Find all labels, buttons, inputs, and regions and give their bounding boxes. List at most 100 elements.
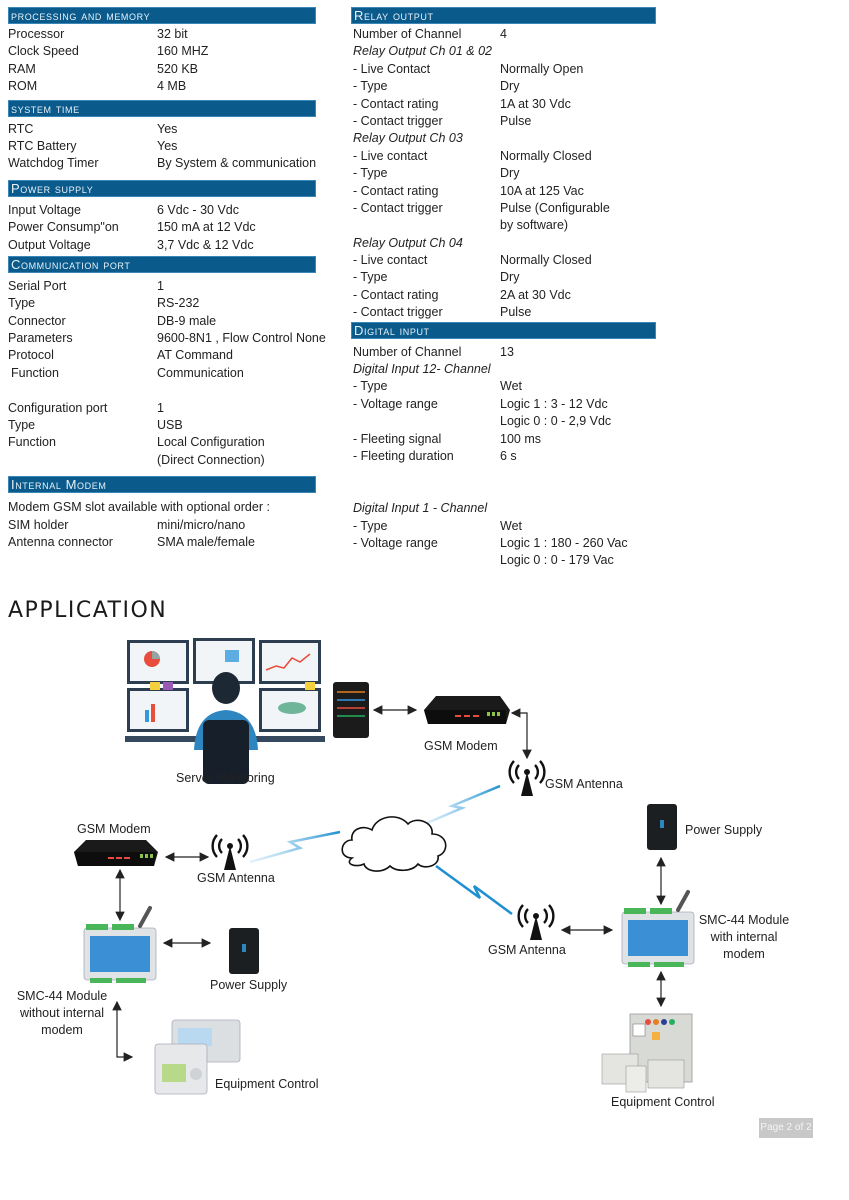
cloud-icon — [341, 816, 447, 872]
spec-label: Watchdog Timer — [8, 156, 99, 171]
section-header-internal-modem: Internal Modem — [8, 476, 316, 494]
spec-value: 100 ms — [500, 431, 541, 446]
spec-value: 520 KB — [157, 61, 199, 76]
spec-row: - Fleeting duration 6 s — [351, 448, 656, 465]
spec-label: - Fleeting signal — [353, 431, 442, 446]
section-header-communication-port: Communication port — [8, 255, 316, 273]
gsm-modem-left-icon — [74, 840, 158, 866]
spec-value: 6 s — [500, 448, 517, 463]
spec-value: Communication — [157, 365, 244, 380]
spec-value: (Direct Connection) — [157, 452, 265, 467]
page-indicator: Page 2 of 2 — [759, 1118, 813, 1138]
signal-bolt-left — [249, 830, 341, 864]
spec-label: RTC Battery — [8, 138, 77, 153]
spec-value: 3,7 Vdc & 12 Vdc — [157, 237, 254, 252]
spec-value: 32 bit — [157, 27, 188, 41]
relay-group-title: Relay Output Ch 04 — [353, 235, 463, 250]
spec-value: Local Configuration — [157, 435, 265, 450]
label-equipment-control-left: Equipment Control — [215, 1077, 319, 1091]
input-group-title: Digital Input 12- Channel — [353, 362, 491, 377]
label-gsm-modem-left: GSM Modem — [77, 822, 151, 836]
spec-value: Logic 0 : 0 - 2,9 Vdc — [500, 414, 612, 429]
spec-row: Watchdog Timer By System & communication — [8, 155, 316, 172]
spec-label: - Fleeting duration — [353, 448, 454, 463]
spec-value: By System & communication — [157, 156, 317, 171]
label-server-monitoring: Server Monitoring — [176, 771, 275, 785]
server-tower-icon — [333, 682, 369, 738]
spec-value: 10A at 125 Vac — [500, 183, 584, 198]
spec-value: Wet — [500, 379, 522, 394]
spec-value: 6 Vdc - 30 Vdc — [157, 202, 239, 217]
spec-label: Power Consump"on — [8, 220, 119, 235]
spec-label: Processor — [8, 27, 65, 41]
spec-label: - Type — [353, 518, 388, 533]
relay-group-title: Relay Output Ch 01 & 02 — [353, 44, 492, 59]
spec-value: Normally Open — [500, 61, 584, 76]
signal-bolt-top — [419, 784, 501, 828]
spec-label: Function — [11, 365, 59, 380]
label-line: modem — [723, 947, 765, 961]
spec-row: Logic 0 : 0 - 179 Vac — [351, 552, 656, 569]
smc-44-module-left-icon — [83, 906, 157, 983]
spec-value: 9600-8N1 , Flow Control None — [157, 331, 326, 346]
spec-label: Number of Channel — [353, 27, 462, 41]
spec-value: 1A at 30 Vdc — [500, 96, 571, 111]
spec-value: Yes — [157, 121, 178, 136]
arrow-modem-antenna-top — [510, 708, 532, 760]
spec-label — [8, 452, 157, 469]
label-smc-44-without: SMC-44 Module without internal modem — [12, 988, 112, 1039]
spec-row: RTC Yes — [8, 121, 316, 138]
spec-label: RTC — [8, 121, 34, 136]
spec-label: Clock Speed — [8, 44, 79, 59]
spec-value: Dry — [500, 166, 520, 181]
spec-value: Logic 0 : 0 - 179 Vac — [500, 553, 614, 568]
spec-value: 1 — [157, 400, 164, 415]
gsm-antenna-left-icon — [211, 834, 249, 870]
spec-value: 1 — [157, 278, 164, 293]
spec-row: - Fleeting signal 100 ms — [351, 431, 656, 448]
section-header-system-time: system time — [8, 99, 316, 117]
spec-label: - Live contact — [353, 148, 428, 163]
label-smc-44-with: SMC-44 Module with internal modem — [694, 912, 794, 963]
equipment-control-right-icon — [601, 1013, 693, 1093]
spec-value: Pulse (Configurable — [500, 200, 610, 215]
spec-label — [351, 413, 500, 430]
spec-label: Protocol — [8, 348, 54, 363]
spec-value: RS-232 — [157, 296, 200, 311]
spec-row: by software) — [351, 217, 656, 234]
spec-label: Output Voltage — [8, 237, 91, 252]
signal-bolt-right — [435, 864, 513, 916]
spec-label: - Contact rating — [353, 96, 439, 111]
label-power-supply-right: Power Supply — [685, 823, 763, 837]
label-gsm-antenna-top: GSM Antenna — [545, 777, 623, 791]
spec-row: - Contact rating 10A at 125 Vac — [351, 183, 656, 200]
label-line: SMC-44 Module — [16, 989, 108, 1003]
spec-label — [351, 217, 500, 234]
spec-label: ROM — [8, 79, 38, 94]
label-line: without internal — [19, 1006, 105, 1020]
spec-value: 13 — [500, 344, 514, 359]
spec-row: - Contact rating 1A at 30 Vdc — [351, 96, 656, 113]
spec-label: Connector — [8, 313, 66, 328]
spec-label: - Live Contact — [353, 61, 431, 76]
spec-value: SMA male/female — [157, 534, 255, 549]
label-gsm-antenna-left: GSM Antenna — [197, 871, 275, 885]
equipment-control-left-icon — [154, 1019, 241, 1095]
spec-label: - Type — [353, 270, 388, 285]
spec-label: - Contact rating — [353, 183, 439, 198]
